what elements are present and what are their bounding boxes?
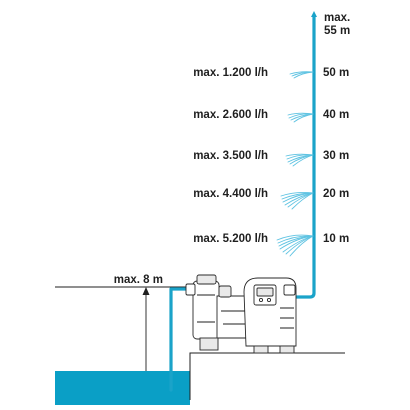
flow-label-20m: max. 4.400 l/h <box>193 188 268 200</box>
flow-label-30m: max. 3.500 l/h <box>193 150 268 162</box>
suction-height-label: max. 8 m <box>114 274 163 286</box>
height-label-30m: 30 m <box>323 150 349 162</box>
level-30m: max. 3.500 l/h 30 m <box>193 150 349 167</box>
garden-pump-icon <box>185 274 297 354</box>
water-spray-50m <box>289 71 314 79</box>
flow-label-40m: max. 2.600 l/h <box>193 109 268 121</box>
level-40m: max. 2.600 l/h 40 m <box>193 109 349 123</box>
water-spray-30m <box>285 153 314 167</box>
water-spray-40m <box>287 112 314 123</box>
suction-arrow-head <box>142 287 150 295</box>
max-height-label-line-1: max. <box>324 12 350 24</box>
pressure-pipe <box>294 14 316 299</box>
flow-label-50m: max. 1.200 l/h <box>193 67 268 79</box>
water-reservoir <box>55 371 190 405</box>
level-20m: max. 4.400 l/h 20 m <box>193 188 349 210</box>
level-10m: max. 5.200 l/h 10 m <box>193 233 349 257</box>
water-spray-20m <box>280 191 314 210</box>
riser-top-arrow <box>311 11 317 17</box>
level-50m: max. 1.200 l/h 50 m <box>193 67 349 79</box>
height-label-40m: 40 m <box>323 109 349 121</box>
max-height-label: max. 55 m <box>324 12 353 37</box>
max-height-label-line-2: 55 m <box>324 25 350 37</box>
flow-label-10m: max. 5.200 l/h <box>193 233 268 245</box>
height-label-50m: 50 m <box>323 67 349 79</box>
ground-platform <box>189 352 345 400</box>
height-label-10m: 10 m <box>323 233 349 245</box>
height-label-20m: 20 m <box>323 188 349 200</box>
water-spray-10m <box>276 234 314 257</box>
